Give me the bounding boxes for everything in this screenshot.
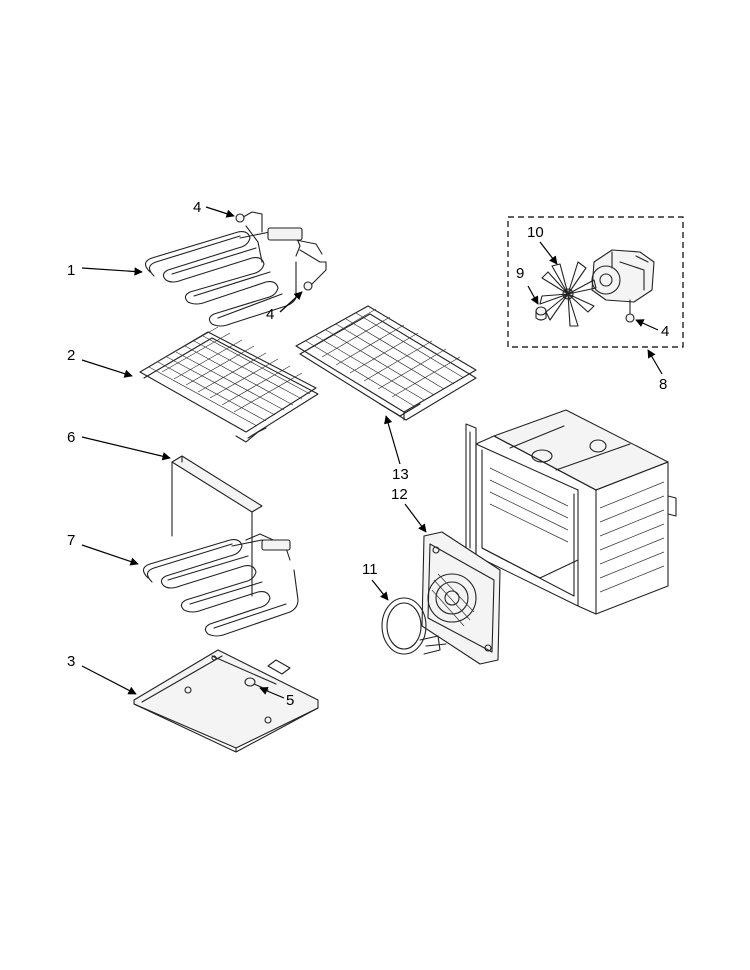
callout-5: 5: [286, 692, 294, 709]
callout-13: 13: [392, 466, 409, 483]
callout-8: 8: [659, 376, 667, 393]
convection-fan-blade: [539, 261, 597, 327]
leader-3: [81, 665, 137, 695]
sliding-oven-rack: [295, 305, 477, 421]
callout-7: 7: [67, 532, 75, 549]
callout-3: 3: [67, 653, 75, 670]
callout-12: 12: [391, 486, 408, 503]
leader-8: [647, 349, 663, 375]
leader-4-upper: [205, 206, 235, 218]
callout-9: 9: [516, 265, 524, 282]
callout-4-kit: 4: [661, 323, 669, 340]
upper-heating-element: [144, 211, 327, 327]
callout-11: 11: [362, 561, 378, 578]
oven-cavity: [465, 409, 677, 615]
leader-5: [259, 687, 285, 699]
leader-10: [539, 241, 558, 265]
oven-bottom-cover: [133, 649, 319, 753]
leader-13: [384, 415, 401, 465]
callout-10: 10: [527, 224, 544, 241]
convection-fan-cover: [421, 531, 501, 665]
convection-ring-element: [381, 597, 447, 655]
leader-1: [81, 267, 143, 276]
flat-oven-rack: [139, 326, 319, 443]
fan-nut: [535, 306, 547, 321]
convection-kit-boundary: [507, 216, 684, 348]
callout-1: 1: [67, 262, 75, 279]
leader-4-kit: [635, 319, 659, 331]
callout-2: 2: [67, 347, 75, 364]
lower-heating-element: [142, 533, 299, 637]
callout-4-lower: 4: [266, 306, 274, 323]
callout-6: 6: [67, 429, 75, 446]
leader-11: [371, 579, 389, 601]
element-bracket: [171, 455, 263, 597]
leader-6: [81, 436, 171, 461]
leader-4-lower: [279, 291, 303, 313]
convection-fan-motor: [591, 249, 655, 323]
callout-4-upper: 4: [193, 199, 201, 216]
leader-2: [81, 359, 133, 378]
leader-9: [527, 285, 539, 305]
leader-7: [81, 544, 139, 566]
leader-12: [404, 503, 427, 533]
